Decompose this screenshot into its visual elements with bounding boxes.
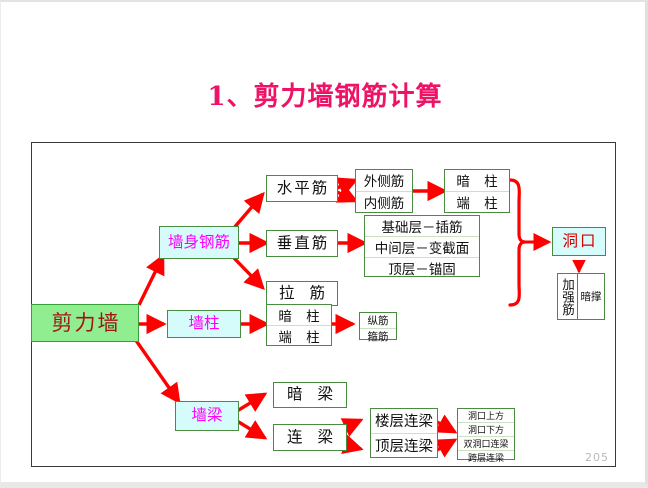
group-coupling-beam-types: 楼层连梁 顶层连梁: [370, 408, 438, 458]
node-inner-rebar[interactable]: 内侧筋: [363, 195, 405, 212]
node-top-layer[interactable]: 顶层－锚固: [388, 262, 456, 278]
node-top-coupling-beam[interactable]: 顶层连梁: [375, 438, 433, 455]
group-columns-bottom: 暗 柱 端 柱: [266, 304, 332, 346]
node-horizontal-rebar[interactable]: 水平筋: [266, 175, 338, 202]
node-floor-coupling-beam[interactable]: 楼层连梁: [371, 409, 437, 434]
node-below-opening[interactable]: 洞口下方: [458, 423, 514, 437]
node-stirrup-rebar[interactable]: 箍筋: [367, 331, 389, 343]
group-opening-details: 加强筋 暗撑: [557, 273, 605, 320]
node-middle-layer[interactable]: 中间层－变截面: [365, 237, 479, 258]
node-cross-layer-beam[interactable]: 跨层连梁: [467, 454, 504, 464]
node-root[interactable]: 剪力墙: [31, 304, 139, 342]
node-hidden-column-top[interactable]: 暗 柱: [445, 170, 509, 192]
node-above-opening[interactable]: 洞口上方: [458, 409, 514, 423]
group-column-rebars: 纵筋 箍筋: [359, 312, 397, 343]
node-wall-column[interactable]: 墙柱: [167, 310, 241, 338]
node-end-column-top[interactable]: 端 柱: [456, 195, 503, 212]
page-title: 1、剪力墙钢筋计算: [207, 82, 443, 112]
node-opening[interactable]: 洞口: [552, 227, 606, 256]
node-vertical-rebar[interactable]: 垂直筋: [266, 230, 338, 257]
group-columns-top: 暗 柱 端 柱: [444, 169, 510, 213]
node-foundation-layer[interactable]: 基础层－插筋: [365, 216, 479, 237]
node-strengthen-rebar[interactable]: 加强筋: [558, 274, 578, 319]
node-outer-rebar[interactable]: 外侧筋: [356, 170, 412, 192]
node-wall-body-rebar[interactable]: 墙身钢筋: [159, 226, 239, 259]
node-hidden-column-bottom[interactable]: 暗 柱: [267, 305, 331, 326]
node-longitudinal-rebar[interactable]: 纵筋: [360, 313, 396, 329]
node-hidden-brace[interactable]: 暗撑: [580, 291, 602, 303]
node-hidden-beam[interactable]: 暗 梁: [273, 382, 347, 408]
group-horizontal-rebar-sides: 外侧筋 内侧筋: [355, 169, 413, 213]
node-tie-rebar[interactable]: 拉 筋: [266, 281, 338, 306]
page-number: 205: [585, 451, 609, 464]
node-wall-beam[interactable]: 墙梁: [175, 401, 239, 431]
node-coupling-beam[interactable]: 连 梁: [273, 424, 347, 451]
group-vertical-rebar-layers: 基础层－插筋 中间层－变截面 顶层－锚固: [364, 215, 480, 278]
node-double-opening-beam[interactable]: 双洞口连梁: [458, 437, 514, 451]
group-coupling-beam-details: 洞口上方 洞口下方 双洞口连梁 跨层连梁: [457, 408, 515, 464]
node-end-column-bottom[interactable]: 端 柱: [278, 330, 325, 346]
